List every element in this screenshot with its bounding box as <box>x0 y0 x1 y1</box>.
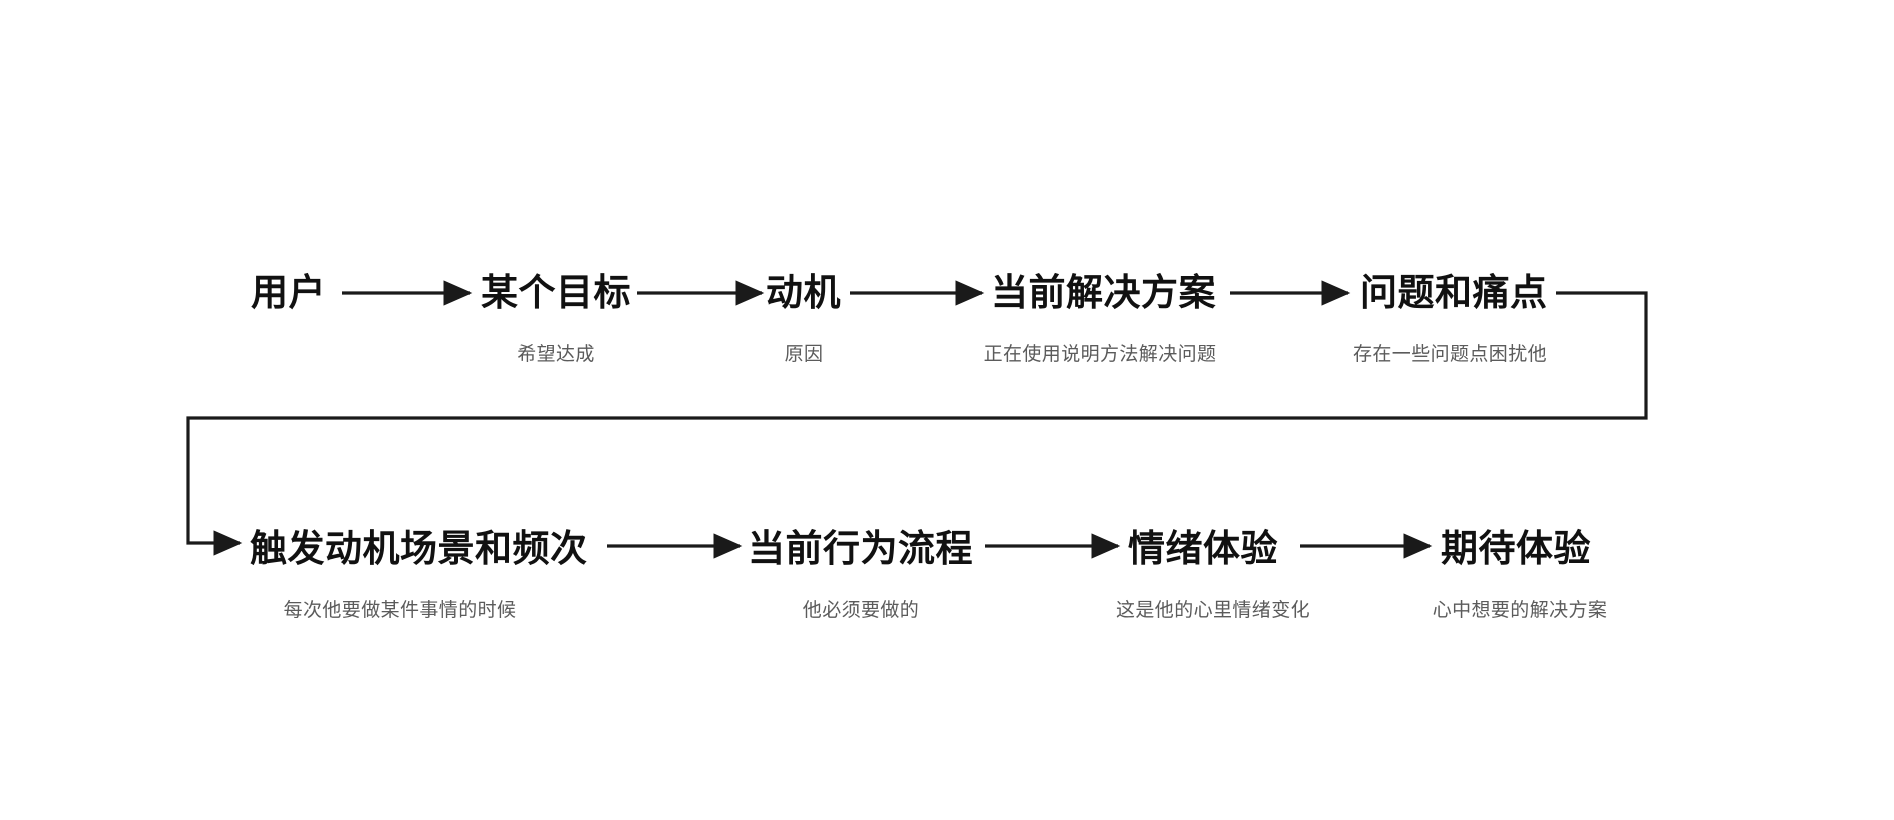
node-goal[interactable]: 某个目标 <box>481 272 631 313</box>
sublabel-current-behavior-flow: 他必须要做的 <box>802 600 920 621</box>
node-trigger-scenario-frequency[interactable]: 触发动机场景和频次 <box>250 528 588 569</box>
node-motivation[interactable]: 动机 <box>766 272 841 313</box>
sublabel-expected-experience: 心中想要的解决方案 <box>1432 600 1608 621</box>
sublabel-problems-painpoints: 存在一些问题点困扰他 <box>1352 344 1548 365</box>
node-emotional-experience[interactable]: 情绪体验 <box>1128 528 1278 569</box>
sublabel-motivation: 原因 <box>784 344 824 365</box>
sublabel-current-solution: 正在使用说明方法解决问题 <box>983 344 1217 365</box>
node-user[interactable]: 用户 <box>251 272 326 313</box>
node-problems-painpoints[interactable]: 问题和痛点 <box>1360 272 1548 313</box>
sublabel-trigger-scenario-frequency: 每次他要做某件事情的时候 <box>283 600 517 621</box>
node-current-behavior-flow[interactable]: 当前行为流程 <box>748 528 973 569</box>
node-expected-experience[interactable]: 期待体验 <box>1441 528 1591 569</box>
sublabel-emotional-experience: 这是他的心里情绪变化 <box>1115 600 1311 621</box>
sublabel-goal: 希望达成 <box>517 344 595 365</box>
arrow-painpoint-to-trigger <box>186 291 1648 556</box>
node-current-solution[interactable]: 当前解决方案 <box>991 272 1216 313</box>
